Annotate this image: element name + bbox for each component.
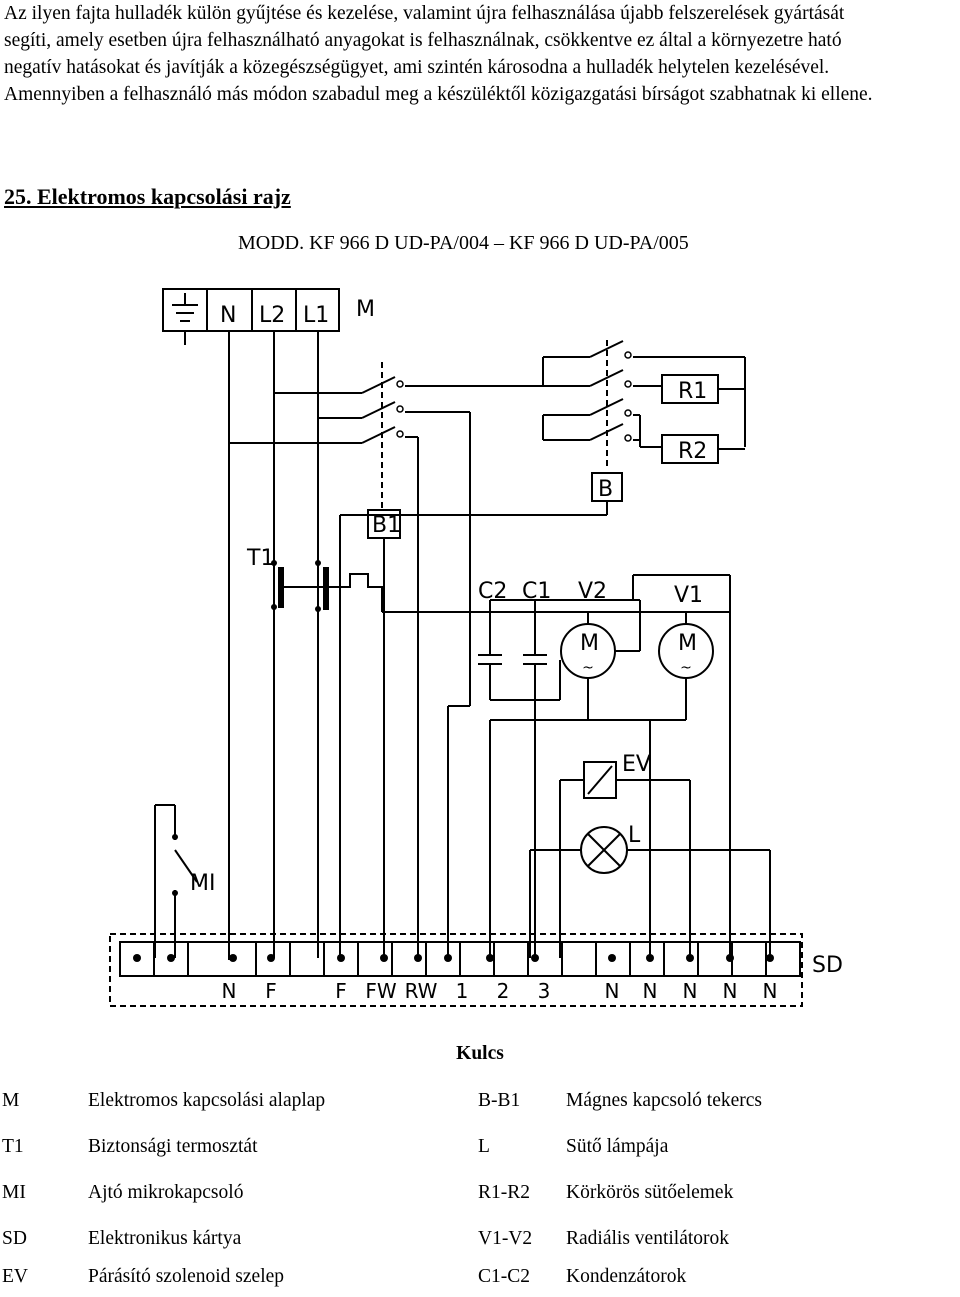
key-code: T1 (2, 1136, 24, 1157)
t1-label: T1 (246, 546, 274, 571)
motor-v1-symbol: ~ (680, 660, 692, 676)
terminal-label: N (763, 979, 778, 1003)
c1-label: C1 (522, 579, 551, 604)
sd-label: SD (812, 953, 843, 978)
terminal-label: F (265, 979, 277, 1003)
wiring-diagram: N L2 L1 M R1 R2 B B1 T1 C2 C1 V2 V1 M M … (109, 288, 843, 1007)
terminal-label: N (605, 979, 620, 1003)
key-code: M (2, 1090, 20, 1111)
intro-line: Amennyiben a felhasználó más módon szaba… (4, 84, 873, 105)
b-label: B (598, 477, 613, 502)
mains-n-label: N (220, 303, 236, 328)
key-desc: Párásító szolenoid szelep (88, 1266, 285, 1287)
v2-label: V2 (578, 579, 607, 604)
b1-label: B1 (372, 513, 401, 538)
key-code: V1-V2 (478, 1228, 533, 1249)
terminal-label: N (643, 979, 658, 1003)
intro-line: negatív hatásokat és javítják a közegész… (4, 57, 830, 78)
key-title: Kulcs (456, 1043, 504, 1064)
key-desc: Biztonsági termosztát (88, 1136, 258, 1157)
motor-v2-symbol: ~ (582, 660, 594, 676)
mains-l2-label: L2 (259, 303, 285, 328)
r2-label: R2 (678, 439, 707, 464)
key-row: MI Ajtó mikrokapcsoló R1-R2 Körkörös süt… (0, 1182, 960, 1212)
intro-paragraph: Az ilyen fajta hulladék külön gyűjtése é… (4, 0, 956, 108)
terminal-label: FW (365, 979, 397, 1003)
key-code: B-B1 (478, 1090, 521, 1111)
mains-l1-label: L1 (303, 303, 329, 328)
key-code: R1-R2 (478, 1182, 531, 1203)
key-desc: Radiális ventilátorok (566, 1228, 730, 1249)
key-code: EV (2, 1266, 28, 1287)
key-row: SD Elektronikus kártya V1-V2 Radiális ve… (0, 1228, 960, 1258)
lamp-label: L (628, 823, 641, 848)
terminal-label: N (723, 979, 738, 1003)
terminal-label: 2 (497, 979, 510, 1003)
key-desc: Sütő lámpája (566, 1136, 669, 1157)
key-code: MI (2, 1182, 26, 1203)
key-code: SD (2, 1228, 27, 1249)
intro-line: segíti, amely esetben újra felhasználhat… (4, 30, 842, 51)
key-desc: Kondenzátorok (566, 1266, 687, 1287)
key-row: M Elektromos kapcsolási alaplap B-B1 Mág… (0, 1090, 960, 1120)
terminal-label: F (335, 979, 347, 1003)
key-row: T1 Biztonsági termosztát L Sütő lámpája (0, 1136, 960, 1166)
key-desc: Mágnes kapcsoló tekercs (566, 1090, 763, 1111)
terminal-label: 1 (456, 979, 469, 1003)
section-heading: 25. Elektromos kapcsolási rajz (4, 184, 291, 209)
key-desc: Elektromos kapcsolási alaplap (88, 1090, 326, 1111)
key-code: C1-C2 (478, 1266, 531, 1287)
key-desc: Ajtó mikrokapcsoló (88, 1182, 244, 1203)
mains-m-label: M (356, 297, 375, 322)
motor-v1-label: M (678, 631, 697, 656)
intro-line: Az ilyen fajta hulladék külön gyűjtése é… (4, 3, 845, 24)
motor-v2-label: M (580, 631, 599, 656)
c2-label: C2 (478, 579, 507, 604)
terminal-label: 3 (538, 979, 551, 1003)
key-desc: Elektronikus kártya (88, 1228, 242, 1249)
model-caption: MODD. KF 966 D UD-PA/004 – KF 966 D UD-P… (238, 232, 689, 254)
key-code: L (478, 1136, 490, 1157)
ev-label: EV (622, 752, 651, 777)
terminal-label: N (683, 979, 698, 1003)
v1-label: V1 (674, 583, 703, 608)
terminal-label: RW (405, 979, 438, 1003)
key-desc: Körkörös sütőelemek (566, 1182, 734, 1203)
key-row: EV Párásító szolenoid szelep C1-C2 Konde… (0, 1266, 960, 1296)
r1-label: R1 (678, 379, 707, 404)
terminal-label: N (222, 979, 237, 1003)
mi-label: MI (190, 871, 215, 896)
